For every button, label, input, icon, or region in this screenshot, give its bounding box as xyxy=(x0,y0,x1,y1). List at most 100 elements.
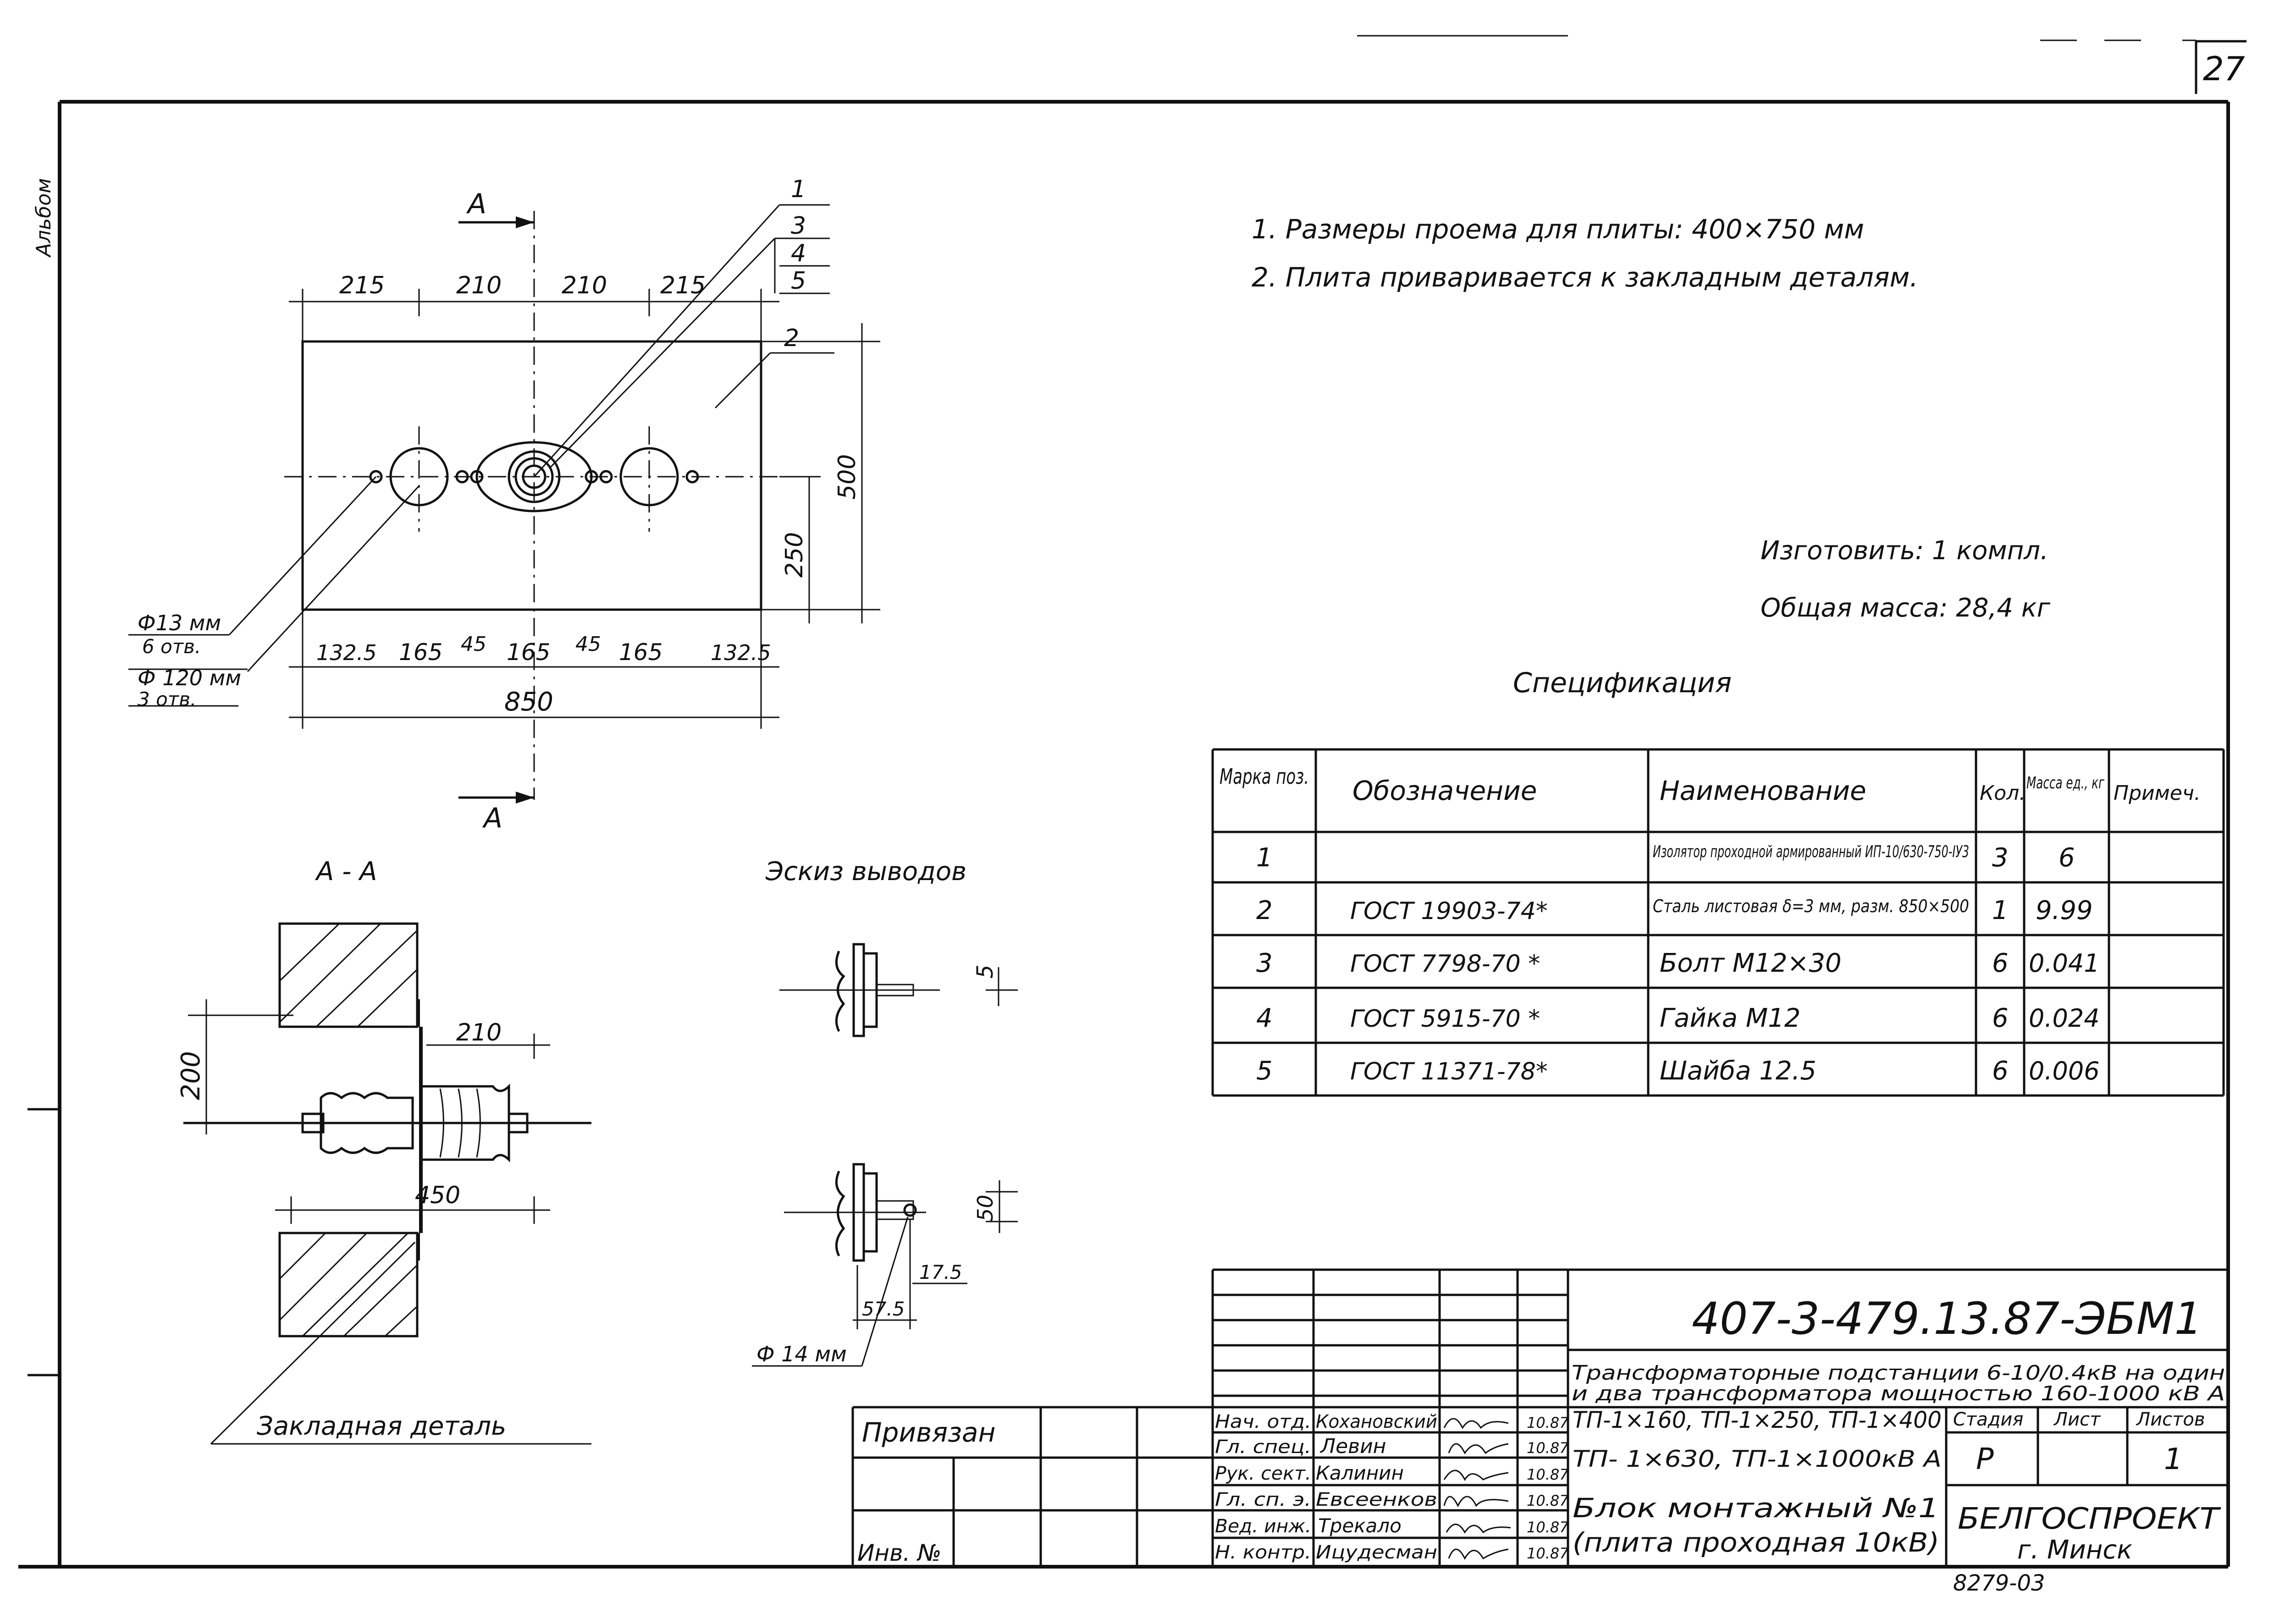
section-title: А - А xyxy=(315,857,377,886)
top-dimensions: 215 210 210 215 xyxy=(289,272,779,341)
doc-code: 407-3-479.13.87-ЭБМ1 xyxy=(1692,1293,2202,1344)
top-edge-marks xyxy=(1357,35,2196,41)
svg-text:6: 6 xyxy=(1992,1056,2009,1086)
hole-leaders: Ф13 мм 6 отв. Ф 120 мм 3 отв. xyxy=(128,476,420,710)
svg-text:850: 850 xyxy=(504,687,553,717)
svg-text:165: 165 xyxy=(507,639,550,666)
staff-row: Вед. инж. Трекало 10.87 xyxy=(1215,1514,1569,1537)
sheets-value: 1 xyxy=(2164,1442,2183,1476)
right-dimensions: 500 250 xyxy=(761,323,880,623)
svg-text:132.5: 132.5 xyxy=(711,640,771,665)
sheets-label: Листов xyxy=(2136,1409,2205,1430)
variants-line-1: ТП-1×160, ТП-1×250, ТП-1×400 xyxy=(1573,1407,1942,1433)
svg-text:215: 215 xyxy=(660,272,706,299)
title-block: 407-3-479.13.87-ЭБМ1 Трансформаторные по… xyxy=(851,1268,2228,1596)
spec-row: 5 ГОСТ 11371-78* Шайба 12.5 6 0.006 xyxy=(1256,1056,2100,1086)
svg-text:А: А xyxy=(482,802,502,834)
svg-text:А: А xyxy=(466,188,486,220)
hole-large-right xyxy=(619,447,679,506)
bolt-hole xyxy=(599,470,613,484)
svg-text:4: 4 xyxy=(1256,1003,1273,1033)
svg-text:132.5: 132.5 xyxy=(316,640,377,665)
svg-text:3: 3 xyxy=(1256,948,1273,978)
sketch-title: Эскиз выводов xyxy=(765,857,966,886)
staff-row: Н. контр. Ицудесман 10.87 xyxy=(1215,1542,1569,1563)
svg-text:Вед. инж.: Вед. инж. xyxy=(1215,1516,1311,1537)
svg-text:ГОСТ 11371-78*: ГОСТ 11371-78* xyxy=(1350,1058,1548,1085)
svg-text:5: 5 xyxy=(791,267,806,295)
spec-table: Марка поз. Обозначение Наименование Кол.… xyxy=(1211,748,2225,1097)
svg-text:165: 165 xyxy=(619,639,662,666)
signature-scribbles xyxy=(1443,1418,1511,1560)
svg-text:Калинин: Калинин xyxy=(1316,1462,1404,1484)
org-line-2: г. Минск xyxy=(2017,1535,2132,1565)
spec-row: 2 ГОСТ 19903-74* Сталь листовая δ=3 мм, … xyxy=(1256,896,2093,925)
bolt-hole xyxy=(685,470,699,484)
terminal-sketch: Эскиз выводов 5 50 xyxy=(752,857,1018,1367)
bolt-hole xyxy=(369,470,383,484)
staff-row: Гл. сп. э. Евсеенков 10.87 xyxy=(1215,1489,1569,1510)
svg-text:210: 210 xyxy=(456,1019,502,1046)
svg-text:Шайба 12.5: Шайба 12.5 xyxy=(1660,1056,1816,1086)
hole-large-left xyxy=(389,447,449,506)
stamp-bottom: 8279-03 xyxy=(1953,1570,2045,1596)
section-a-a: А - А xyxy=(176,857,591,1445)
svg-text:10.87: 10.87 xyxy=(1527,1545,1569,1562)
svg-text:Наименование: Наименование xyxy=(1660,775,1866,806)
general-notes: 1. Размеры проема для плиты: 400×750 мм … xyxy=(1252,214,2051,699)
svg-text:200: 200 xyxy=(176,1051,206,1100)
svg-text:Ф 14 мм: Ф 14 мм xyxy=(756,1342,847,1366)
tied-label: Привязан xyxy=(862,1417,996,1448)
svg-text:450: 450 xyxy=(415,1182,460,1209)
svg-text:5: 5 xyxy=(1256,1056,1273,1086)
sheet-title-line-1: Блок монтажный №1 xyxy=(1573,1492,1939,1524)
svg-text:2: 2 xyxy=(784,325,799,352)
plate-plan-view: А А 215 210 210 215 500 250 xyxy=(128,176,880,834)
svg-text:2: 2 xyxy=(1256,896,1273,925)
note-2: 2. Плита приваривается к закладным детал… xyxy=(1252,262,1918,293)
sheet-label: Лист xyxy=(2053,1409,2101,1430)
svg-text:Примеч.: Примеч. xyxy=(2114,782,2201,805)
svg-text:ГОСТ 5915-70 *: ГОСТ 5915-70 * xyxy=(1350,1005,1540,1033)
total-mass-note: Общая масса: 28,4 кг xyxy=(1761,593,2051,623)
svg-text:Кол.: Кол. xyxy=(1980,782,2026,805)
svg-text:250: 250 xyxy=(781,532,808,578)
svg-text:6: 6 xyxy=(1992,1003,2009,1033)
bottom-dimensions: 132.5 165 45 165 45 165 132.5 850 xyxy=(289,610,779,729)
staff-row: Рук. сект. Калинин 10.87 xyxy=(1215,1462,1569,1484)
svg-text:Ф13 мм: Ф13 мм xyxy=(138,611,221,635)
spec-row: 3 ГОСТ 7798-70 * Болт М12×30 6 0.041 xyxy=(1256,948,2100,978)
spec-row: 4 ГОСТ 5915-70 * Гайка М12 6 0.024 xyxy=(1256,1003,2100,1033)
embedded-part-label: Закладная деталь xyxy=(257,1411,506,1441)
variants-line-2: ТП- 1×630, ТП-1×1000кВ А xyxy=(1573,1446,1942,1472)
terminal-sketch-2: 50 17.5 57.5 Ф 14 мм xyxy=(752,1163,1018,1367)
staff-row: Нач. отд. Кохановский 10.87 xyxy=(1215,1411,1569,1432)
insulator-flange xyxy=(475,441,593,512)
sheet-number-box: 27 xyxy=(2195,40,2246,94)
svg-text:Рук. сект.: Рук. сект. xyxy=(1215,1463,1311,1484)
bolt-hole xyxy=(470,470,484,484)
svg-text:Нач. отд.: Нач. отд. xyxy=(1215,1411,1311,1432)
svg-text:4: 4 xyxy=(791,240,806,267)
bolt-hole xyxy=(455,470,469,484)
project-line-2: и два трансформатора мощностью 160-1000 … xyxy=(1572,1382,2225,1405)
svg-text:17.5: 17.5 xyxy=(919,1261,962,1283)
sheet-number: 27 xyxy=(2203,50,2245,88)
svg-text:210: 210 xyxy=(456,272,502,299)
svg-text:6: 6 xyxy=(1992,948,2009,978)
svg-text:215: 215 xyxy=(339,272,385,299)
svg-text:Болт М12×30: Болт М12×30 xyxy=(1660,948,1842,978)
drawing-frame xyxy=(18,100,2230,1569)
svg-text:45: 45 xyxy=(461,633,486,656)
svg-text:Евсеенков: Евсеенков xyxy=(1316,1489,1437,1510)
svg-text:6: 6 xyxy=(2059,843,2075,873)
margin-note: Альбом xyxy=(32,178,55,258)
svg-text:210: 210 xyxy=(562,272,607,299)
position-callouts: 1 3 4 5 2 xyxy=(533,176,834,478)
svg-text:Левин: Левин xyxy=(1319,1435,1386,1458)
svg-text:500: 500 xyxy=(833,454,861,500)
svg-text:Ф 120 мм: Ф 120 мм xyxy=(138,666,241,690)
section-mark-bottom: А xyxy=(458,792,534,834)
manufacture-note: Изготовить: 1 компл. xyxy=(1761,536,2048,566)
